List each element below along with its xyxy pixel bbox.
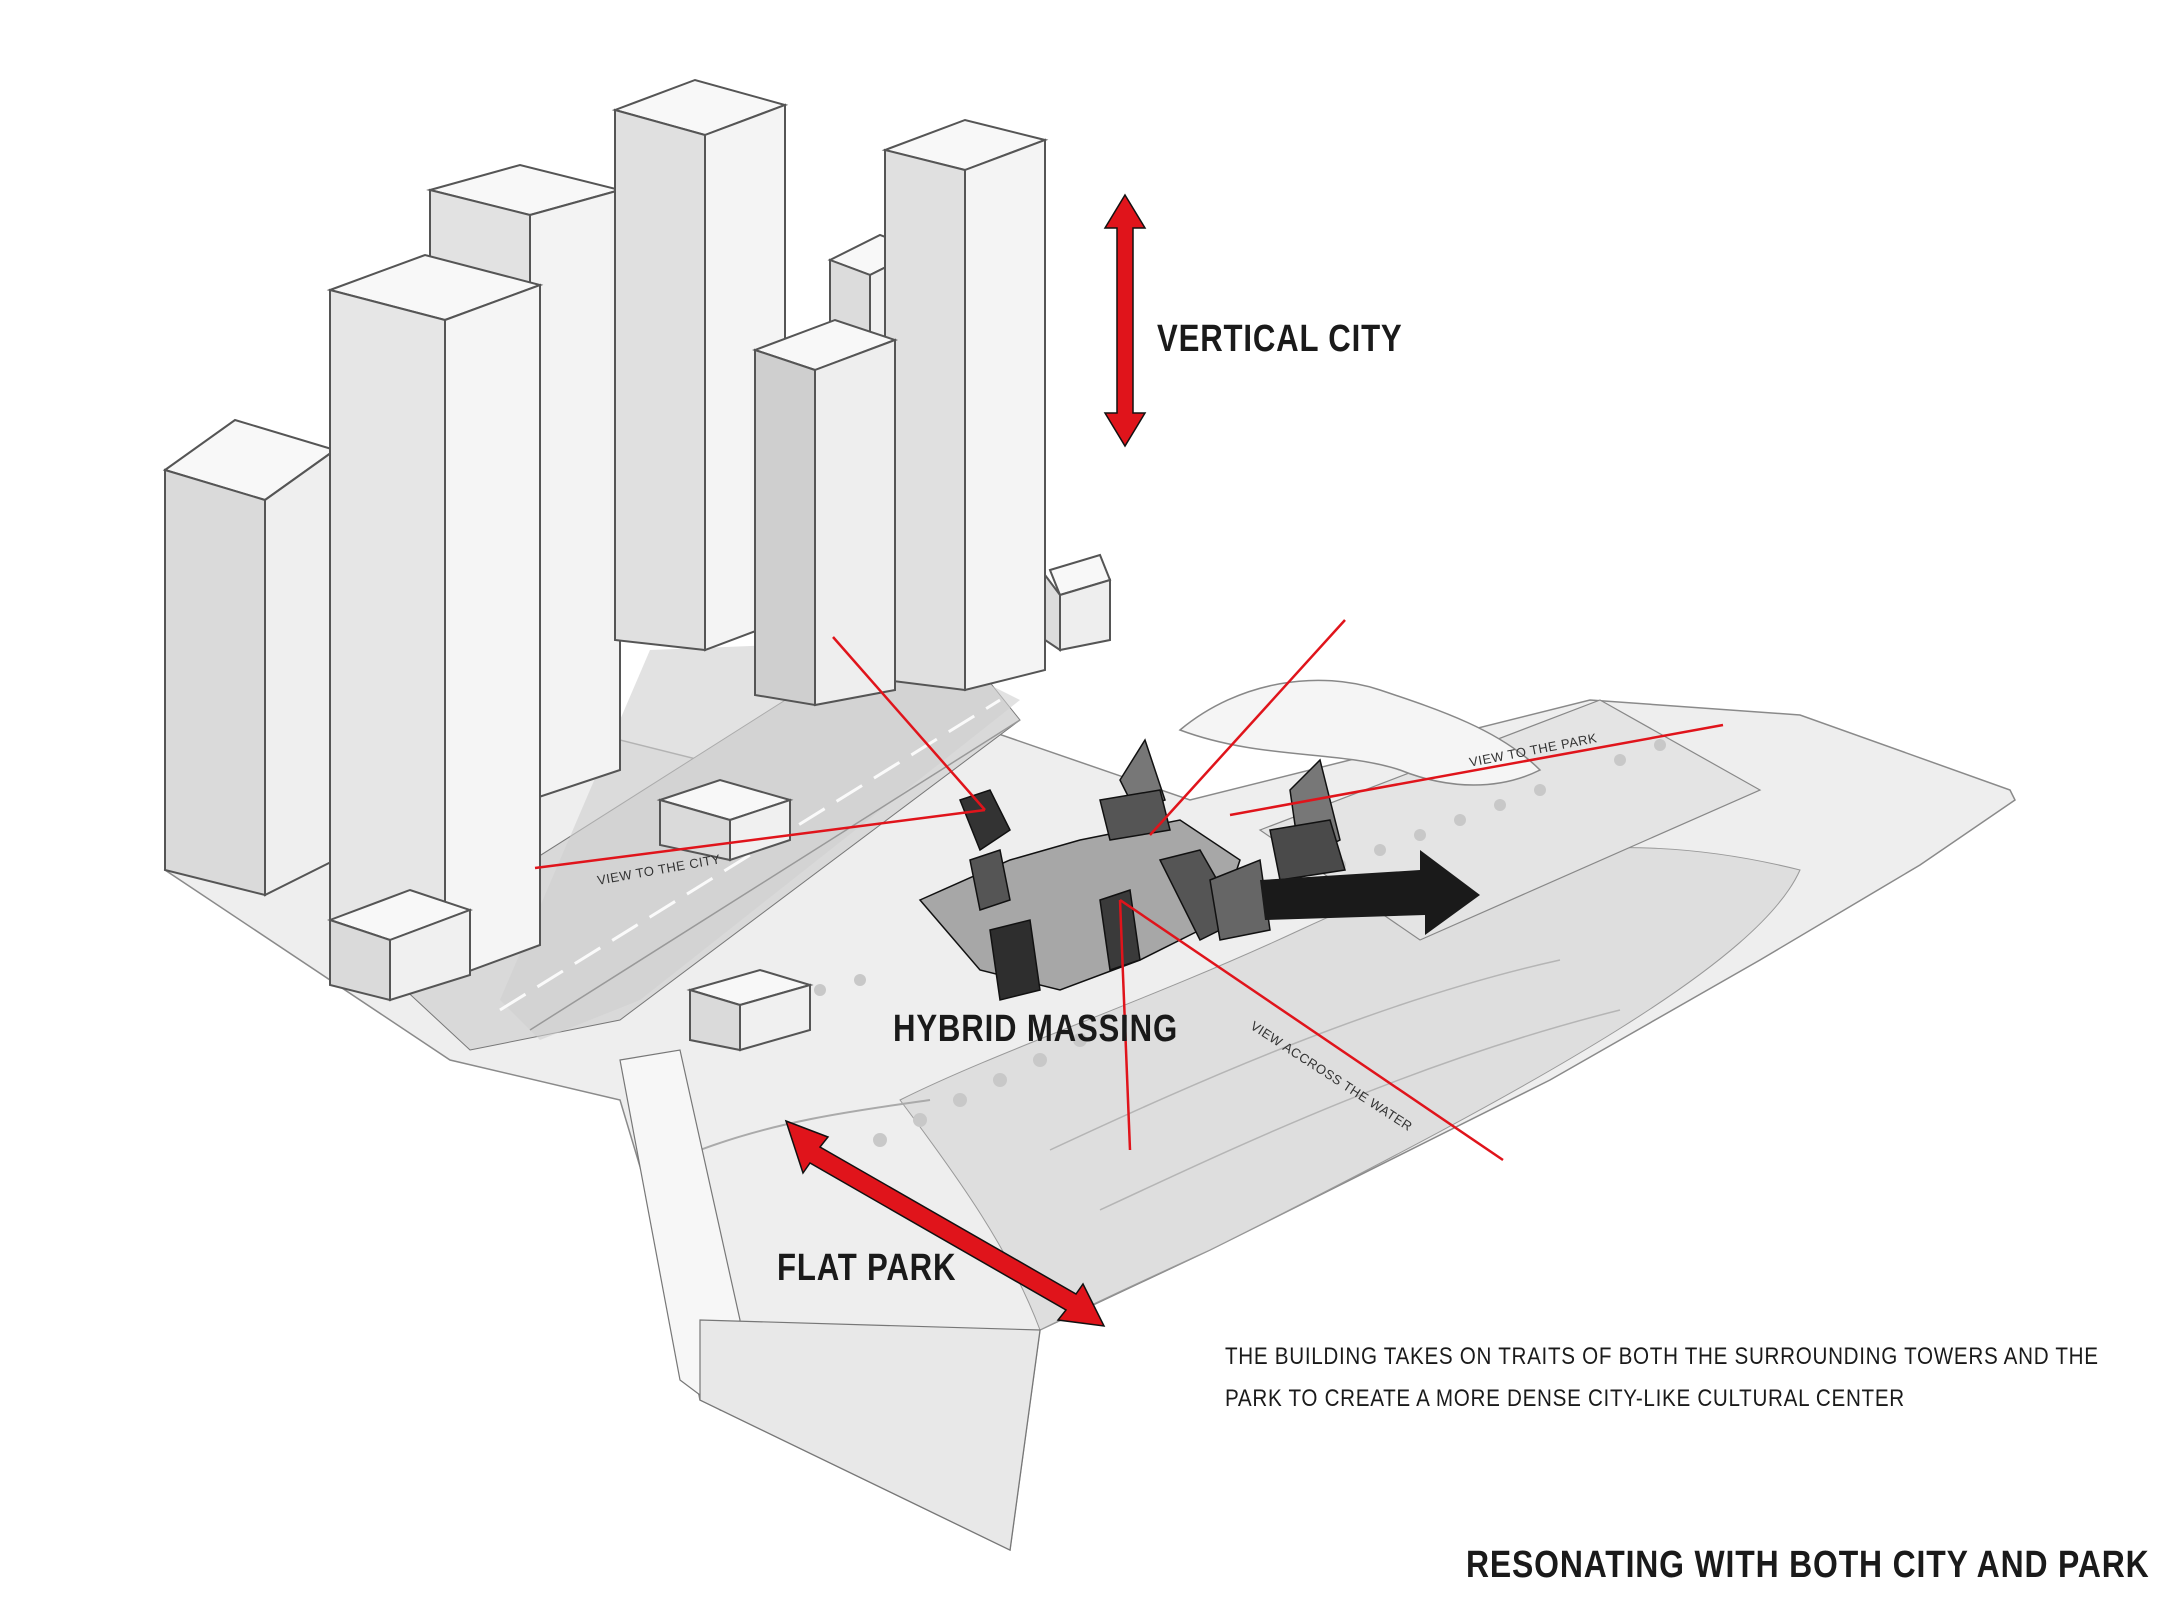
vertical-city-arrow [1103,193,1147,448]
view-line-city [534,808,986,870]
flat-park-arrow [784,1119,1106,1327]
view-line-city-2 [832,636,986,811]
view-line-water [1119,898,1504,1162]
tower-1 [162,418,338,897]
label-vertical-city: VERTICAL CITY [1157,318,1403,360]
view-line-water-2 [1118,899,1132,1151]
low-block [1044,553,1112,652]
caption-line-2: PARK TO CREATE A MORE DENSE CITY-LIKE CU… [1225,1385,1905,1412]
view-line-park-2 [1149,619,1346,836]
diagram-title: RESONATING WITH BOTH CITY AND PARK [1466,1544,2150,1586]
label-flat-park: FLAT PARK [777,1247,957,1289]
park-direction-arrow [1260,850,1480,935]
hybrid-massing-building [918,738,1346,1001]
tower-2 [326,253,544,982]
podium-blocks [327,778,814,1052]
tower-6 [881,118,1049,692]
caption-line-1: THE BUILDING TAKES ON TRAITS OF BOTH THE… [1225,1343,2099,1370]
city-towers [162,78,1112,1052]
view-lines [534,619,1724,1162]
view-line-park [1229,723,1724,817]
label-hybrid-massing: HYBRID MASSING [893,1008,1179,1050]
tower-7 [752,318,898,707]
